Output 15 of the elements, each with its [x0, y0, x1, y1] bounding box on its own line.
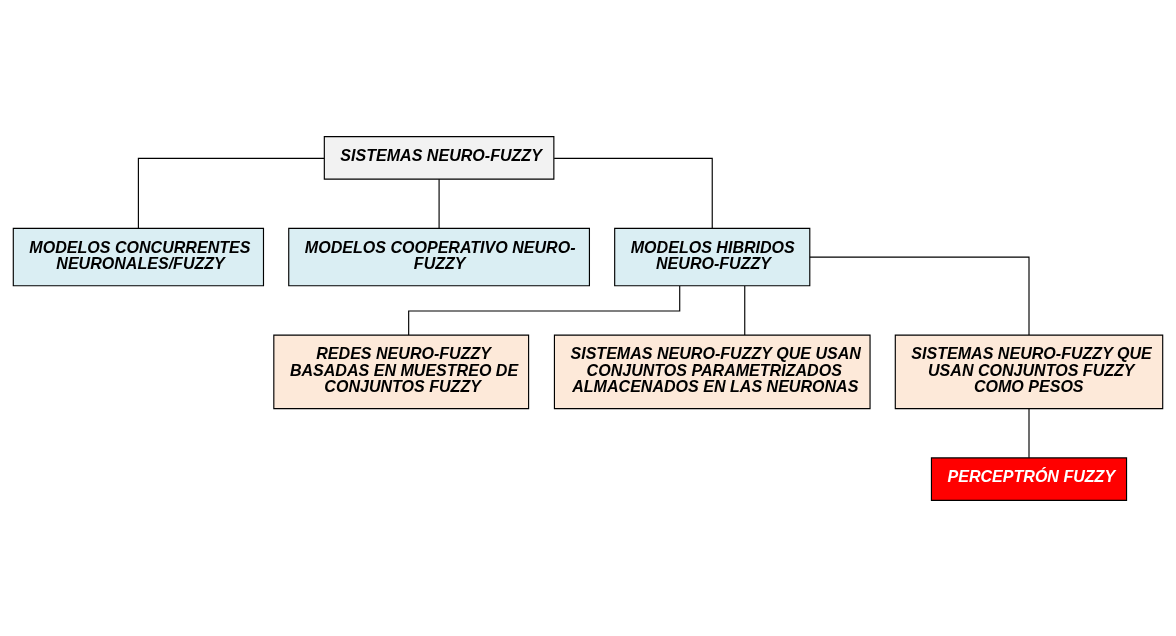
connector	[1028, 407, 1030, 458]
connector	[809, 256, 1030, 335]
connector	[553, 157, 713, 229]
node-box: MODELOS CONCURRENTES NEURONALES/FUZZY	[12, 227, 265, 286]
node-box: SISTEMAS NEURO-FUZZY QUE USAN CONJUNTOS FUZZY COMO PESOS	[894, 334, 1164, 409]
node-box: PERCEPTRÓN FUZZY	[930, 456, 1128, 501]
node-box: MODELOS HIBRIDOS NEURO-FUZZY	[614, 227, 811, 286]
node-box: SISTEMAS NEURO-FUZZY	[323, 135, 555, 180]
node-box: MODELOS COOPERATIVO NEURO-FUZZY	[288, 227, 590, 286]
node-box: SISTEMAS NEURO-FUZZY QUE USAN CONJUNTOS PARAMETRIZADOS ALMACENADOS EN LAS NEURONAS	[553, 334, 871, 409]
connector	[438, 178, 440, 229]
node-box: REDES NEURO-FUZZY BASADAS EN MUESTREO DE CONJUNTOS FUZZY	[273, 334, 530, 409]
connector	[137, 157, 325, 229]
connector	[744, 284, 746, 336]
connector	[408, 284, 681, 336]
